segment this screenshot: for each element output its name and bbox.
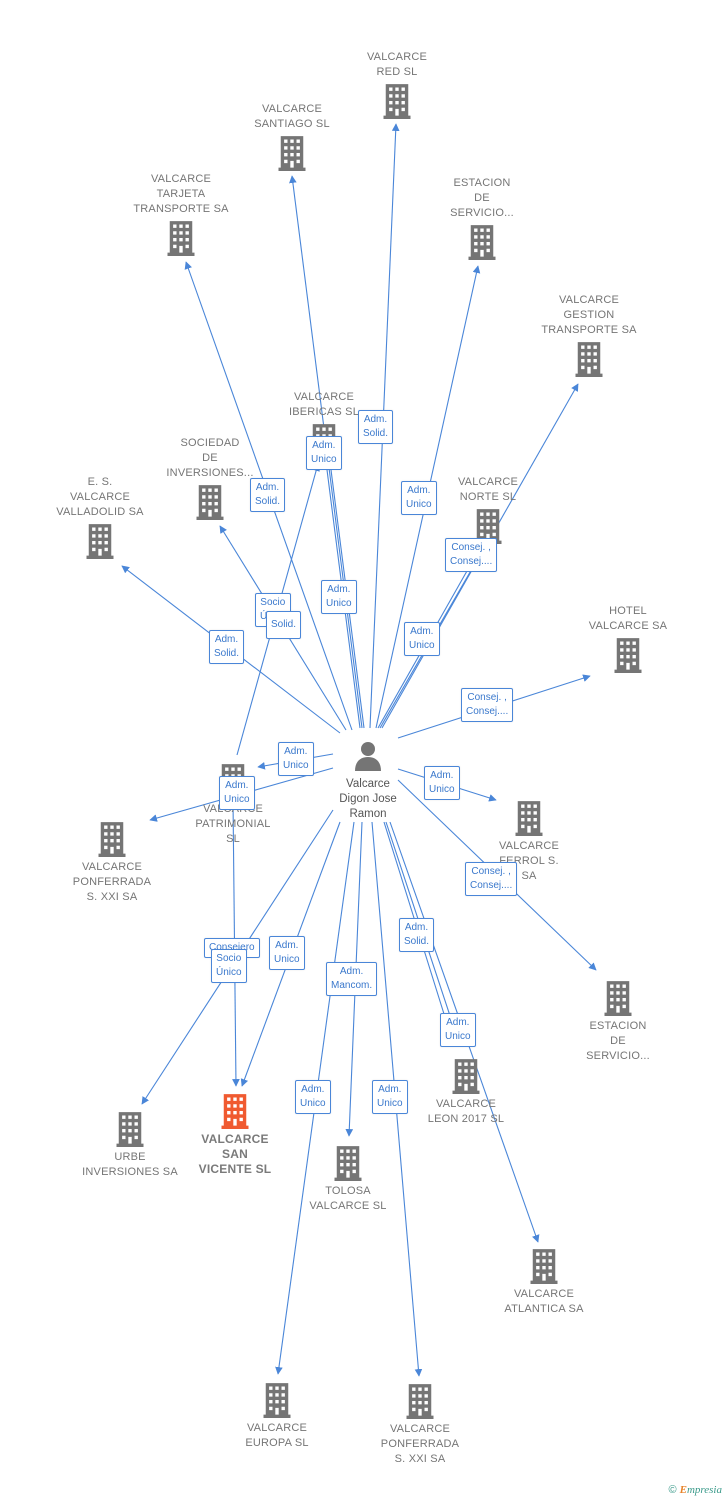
company-name: HOTEL VALCARCE SA xyxy=(588,605,668,632)
person-node[interactable]: Valcarce Digon Jose Ramon xyxy=(328,740,408,822)
company-node[interactable]: VALCARCE NORTE SL xyxy=(423,475,553,547)
role-tag[interactable]: Adm. Unico xyxy=(306,436,342,470)
company-name: VALCARCE SAN VICENTE SL xyxy=(198,1132,272,1176)
building-icon xyxy=(166,220,196,256)
building-icon xyxy=(467,224,497,260)
company-node[interactable]: SOCIEDAD DE INVERSIONES... xyxy=(145,436,275,523)
company-name: VALCARCE RED SL xyxy=(366,51,428,78)
building-icon xyxy=(574,341,604,377)
building-icon xyxy=(405,1383,435,1419)
company-name: VALCARCE FERROL S. SA xyxy=(498,840,560,882)
building-icon xyxy=(85,523,115,559)
company-name: VALCARCE LEON 2017 SL xyxy=(427,1098,505,1125)
building-icon xyxy=(220,1093,250,1129)
company-name: VALCARCE TARJETA TRANSPORTE SA xyxy=(133,173,229,215)
role-tag[interactable]: Consej. , Consej.... xyxy=(461,688,514,722)
company-node[interactable]: VALCARCE GESTION TRANSPORTE SA xyxy=(524,293,654,380)
building-icon xyxy=(115,1111,145,1147)
role-tag[interactable]: Adm. Solid. xyxy=(358,410,394,444)
focus-company-node[interactable]: VALCARCE SAN VICENTE SL xyxy=(170,1090,300,1177)
building-icon xyxy=(514,800,544,836)
role-tag[interactable]: Adm. Mancom. xyxy=(326,962,378,996)
company-node[interactable]: ESTACION DE SERVICIO... xyxy=(417,176,547,263)
company-name: VALCARCE SANTIAGO SL xyxy=(254,103,330,130)
building-icon xyxy=(277,135,307,171)
person-icon xyxy=(355,742,381,771)
role-tag[interactable]: Socio Único xyxy=(211,949,247,983)
company-name: SOCIEDAD DE INVERSIONES... xyxy=(166,437,254,479)
company-name: VALCARCE EUROPA SL xyxy=(245,1422,309,1449)
company-node[interactable]: VALCARCE PONFERRADA S. XXI SA xyxy=(355,1380,485,1467)
role-tag[interactable]: Adm. Unico xyxy=(295,1080,331,1114)
company-name: VALCARCE ATLANTICA SA xyxy=(504,1288,584,1315)
company-name: VALCARCE GESTION TRANSPORTE SA xyxy=(541,294,637,336)
role-tag[interactable]: Adm. Solid. xyxy=(399,918,435,952)
role-tag[interactable]: Adm. Unico xyxy=(219,776,255,810)
role-tag[interactable]: Adm. Unico xyxy=(404,622,440,656)
role-tag[interactable]: Adm. Unico xyxy=(424,766,460,800)
company-name: ESTACION DE SERVICIO... xyxy=(450,177,514,219)
role-tag[interactable]: Adm. Unico xyxy=(372,1080,408,1114)
company-name: URBE INVERSIONES SA xyxy=(82,1151,178,1178)
company-node[interactable]: VALCARCE EUROPA SL xyxy=(212,1379,342,1451)
building-icon xyxy=(333,1145,363,1181)
company-name: VALCARCE PONFERRADA S. XXI SA xyxy=(380,1423,460,1465)
company-node[interactable]: VALCARCE ATLANTICA SA xyxy=(479,1245,609,1317)
company-node[interactable]: VALCARCE LEON 2017 SL xyxy=(401,1055,531,1127)
role-tag[interactable]: Adm. Unico xyxy=(269,936,305,970)
building-icon xyxy=(529,1248,559,1284)
company-node[interactable]: HOTEL VALCARCE SA xyxy=(563,604,693,676)
building-icon xyxy=(451,1058,481,1094)
role-tag[interactable]: Adm. Solid. xyxy=(250,478,286,512)
company-node[interactable]: E. S. VALCARCE VALLADOLID SA xyxy=(35,475,165,562)
building-icon xyxy=(195,484,225,520)
brand-initial: E xyxy=(679,1484,687,1496)
company-node[interactable]: URBE INVERSIONES SA xyxy=(65,1108,195,1180)
brand-name: mpresia xyxy=(686,1484,722,1496)
company-name: E. S. VALCARCE VALLADOLID SA xyxy=(56,476,144,518)
company-node[interactable]: VALCARCE PONFERRADA S. XXI SA xyxy=(47,818,177,905)
building-icon xyxy=(603,980,633,1016)
role-tag[interactable]: Adm. Unico xyxy=(278,742,314,776)
role-tag[interactable]: Adm. Unico xyxy=(401,481,437,515)
company-name: VALCARCE NORTE SL xyxy=(457,476,519,503)
company-name: VALCARCE PONFERRADA S. XXI SA xyxy=(72,861,152,903)
company-node[interactable]: ESTACION DE SERVICIO... xyxy=(553,977,683,1064)
building-icon xyxy=(262,1382,292,1418)
company-node[interactable]: TOLOSA VALCARCE SL xyxy=(283,1142,413,1214)
company-name: TOLOSA VALCARCE SL xyxy=(309,1185,387,1212)
role-tag[interactable]: Adm. Unico xyxy=(321,580,357,614)
company-node[interactable]: VALCARCE RED SL xyxy=(332,50,462,122)
building-icon xyxy=(382,83,412,119)
person-name: Valcarce Digon Jose Ramon xyxy=(339,778,397,820)
company-node[interactable]: VALCARCE TARJETA TRANSPORTE SA xyxy=(116,172,246,259)
building-icon xyxy=(613,637,643,673)
company-node[interactable]: VALCARCE FERROL S. SA xyxy=(464,797,594,884)
role-tag[interactable]: Adm. Unico xyxy=(440,1013,476,1047)
company-node[interactable]: VALCARCE IBERICAS SL xyxy=(259,390,389,462)
role-tag[interactable]: Consej. , Consej.... xyxy=(445,538,498,572)
company-name: ESTACION DE SERVICIO... xyxy=(586,1020,650,1062)
company-name: VALCARCE IBERICAS SL xyxy=(288,391,360,418)
brand-credit[interactable]: ©Empresia xyxy=(669,1484,723,1496)
copyright-symbol: © xyxy=(668,1484,677,1496)
role-tag[interactable]: Adm. Solid. xyxy=(209,630,245,664)
role-tag[interactable]: Solid. xyxy=(266,611,302,639)
role-tag[interactable]: Consej. , Consej.... xyxy=(465,862,518,896)
building-icon xyxy=(97,821,127,857)
company-node[interactable]: VALCARCE SANTIAGO SL xyxy=(227,102,357,174)
